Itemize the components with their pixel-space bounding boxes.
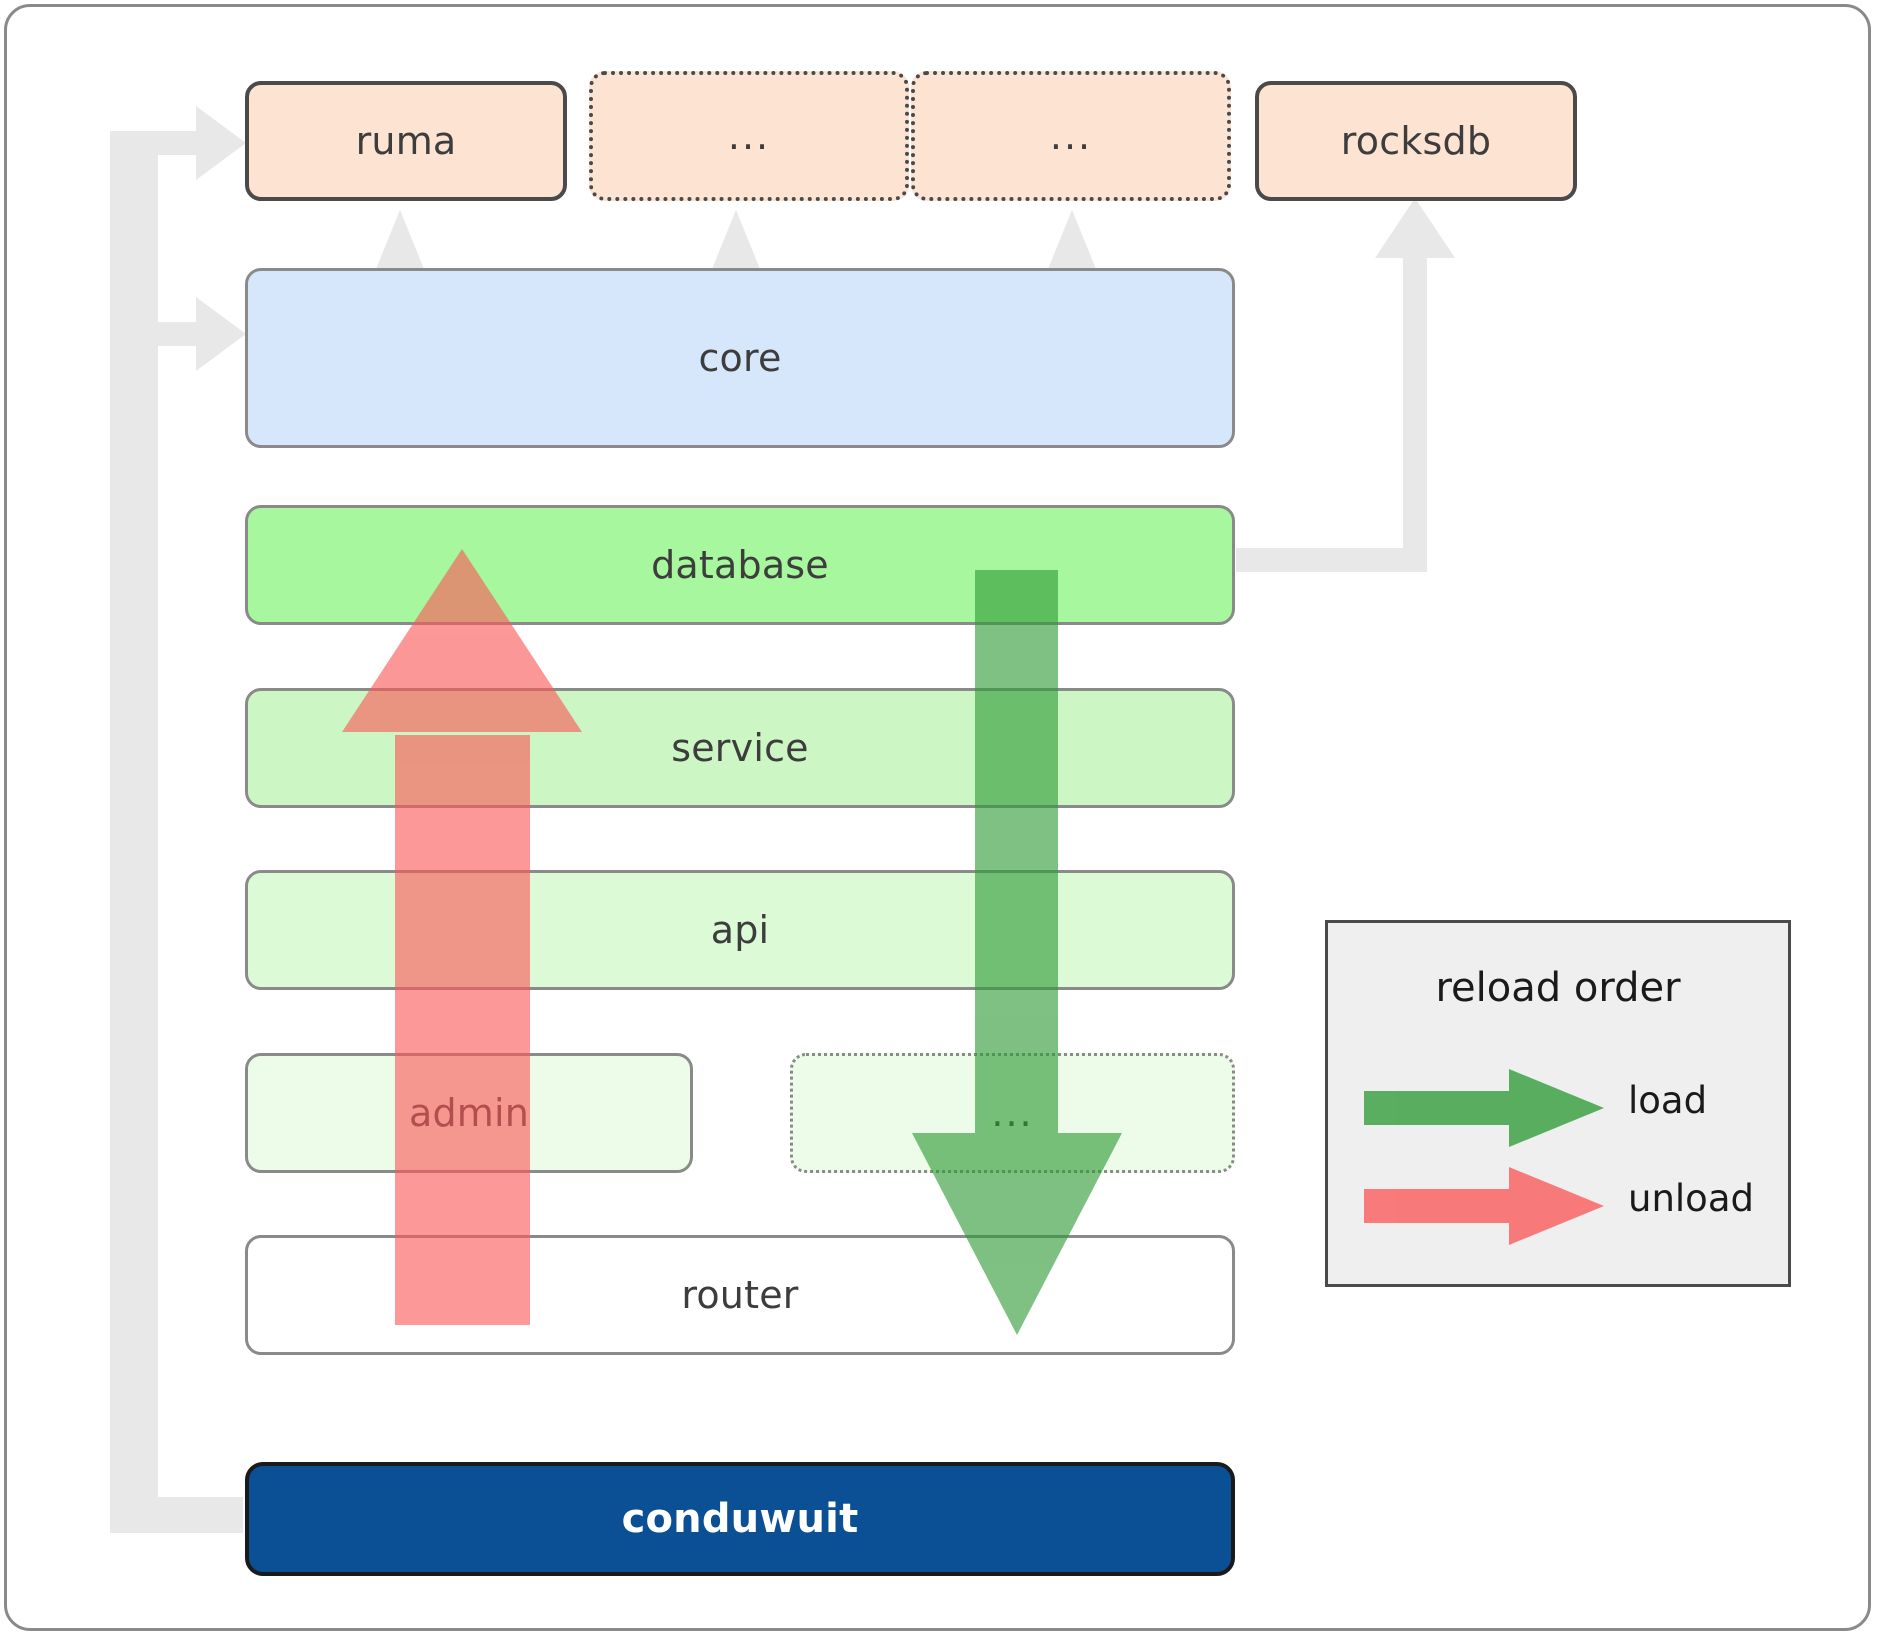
layer-label-admin: admin — [408, 1091, 530, 1135]
layer-box-admin[interactable]: admin — [245, 1053, 693, 1173]
dep-box-ruma[interactable]: ruma — [245, 81, 567, 201]
legend-reload-order: reload order load unload — [1325, 920, 1791, 1287]
layer-label-ellipsis: ... — [991, 1091, 1034, 1135]
dep-label-rocksdb: rocksdb — [1340, 119, 1492, 163]
dep-label-ellipsis-2: ... — [1049, 114, 1093, 158]
layer-box-core[interactable]: core — [245, 268, 1235, 448]
legend-label-load: load — [1628, 1079, 1708, 1122]
unload-arrow-icon — [1364, 1167, 1604, 1245]
layer-label-core: core — [698, 336, 782, 380]
layer-label-database: database — [651, 543, 829, 587]
dep-box-ellipsis-1[interactable]: ... — [589, 71, 909, 201]
layer-label-api: api — [710, 908, 770, 952]
layer-box-database[interactable]: database — [245, 505, 1235, 625]
legend-item-load: load — [1328, 1063, 1788, 1153]
layer-box-conduwuit[interactable]: conduwuit — [245, 1462, 1235, 1576]
load-arrow-icon — [1364, 1069, 1604, 1147]
dep-box-ellipsis-2[interactable]: ... — [911, 71, 1231, 201]
layer-box-router[interactable]: router — [245, 1235, 1235, 1355]
layer-box-ellipsis[interactable]: ... — [790, 1053, 1235, 1173]
layer-box-service[interactable]: service — [245, 688, 1235, 808]
dep-label-ruma: ruma — [355, 119, 457, 163]
legend-title: reload order — [1435, 965, 1681, 1011]
legend-label-unload: unload — [1628, 1177, 1754, 1220]
layer-box-api[interactable]: api — [245, 870, 1235, 990]
layer-label-router: router — [681, 1273, 799, 1317]
layer-label-conduwuit: conduwuit — [621, 1496, 859, 1542]
dep-box-rocksdb[interactable]: rocksdb — [1255, 81, 1577, 201]
dep-label-ellipsis-1: ... — [727, 114, 771, 158]
legend-item-unload: unload — [1328, 1161, 1788, 1251]
layer-label-service: service — [671, 726, 809, 770]
